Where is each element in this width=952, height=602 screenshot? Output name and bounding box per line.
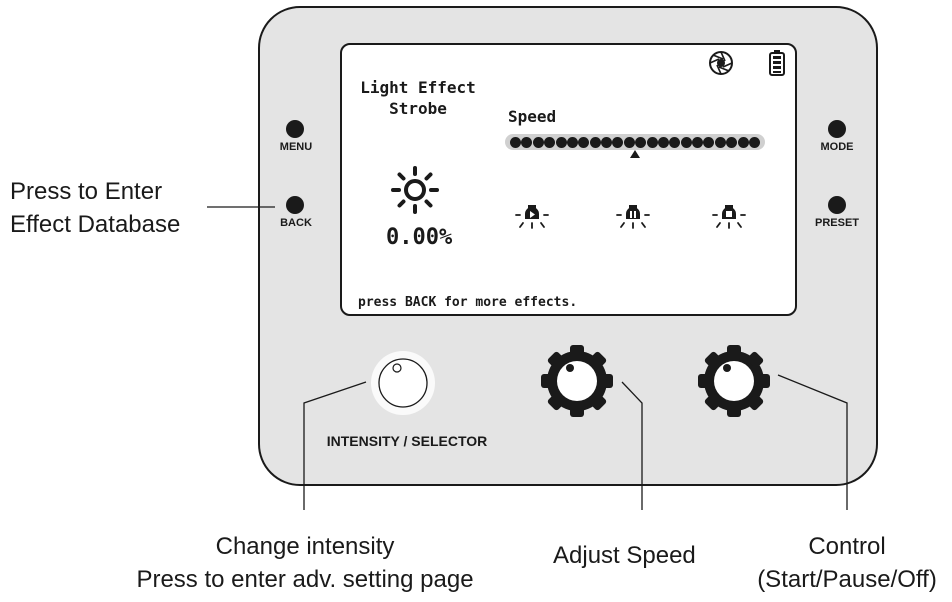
preset-button-label: PRESET xyxy=(814,217,859,229)
speed-dot xyxy=(578,136,590,148)
effect-title: Light Effect Strobe xyxy=(358,77,478,119)
speed-dot xyxy=(555,136,567,148)
intensity-selector-label: INTENSITY / SELECTOR xyxy=(326,433,488,449)
menu-button[interactable] xyxy=(286,120,304,138)
sun-icon xyxy=(391,166,439,214)
lcd-screen: Light Effect Strobe Speed 0.00% xyxy=(340,43,797,316)
speed-dot xyxy=(646,136,658,148)
speed-dot xyxy=(726,136,738,148)
speed-dot xyxy=(669,136,681,148)
speed-dot xyxy=(680,136,692,148)
speed-callout: Adjust Speed xyxy=(553,542,696,569)
speed-dot xyxy=(737,136,749,148)
speed-dot xyxy=(657,136,669,148)
intensity-callout-line2: Press to enter adv. setting page xyxy=(136,566,474,593)
preset-button[interactable] xyxy=(828,196,846,214)
intensity-selector-knob[interactable] xyxy=(367,347,439,419)
hint-text: press BACK for more effects. xyxy=(358,295,578,310)
control-leader-line xyxy=(777,374,848,510)
intensity-callout-line1: Change intensity xyxy=(215,533,395,560)
effect-title-line1: Light Effect xyxy=(360,78,476,97)
back-callout-line2: Effect Database xyxy=(10,211,181,238)
speed-leader-line xyxy=(621,381,643,510)
speed-dot xyxy=(532,136,544,148)
back-callout-line1: Press to Enter xyxy=(10,178,163,205)
back-button-label: BACK xyxy=(280,217,312,229)
control-callout-line2: (Start/Pause/Off) xyxy=(757,566,937,593)
speed-pointer-icon xyxy=(630,150,640,158)
bulb-play-icon xyxy=(515,205,549,229)
intensity-leader-line xyxy=(303,381,367,510)
speed-dot xyxy=(589,136,601,148)
intensity-callout: Change intensity Press to enter adv. set… xyxy=(105,530,505,596)
menu-button-label: MENU xyxy=(279,141,313,153)
aperture-icon xyxy=(709,51,733,75)
speed-dot xyxy=(748,136,760,148)
mode-button-label: MODE xyxy=(820,141,854,153)
control-callout-line1: Control xyxy=(808,533,886,560)
control-knob[interactable] xyxy=(697,344,771,418)
control-callout: Control (Start/Pause/Off) xyxy=(744,530,950,596)
speed-dot xyxy=(635,136,647,148)
speed-dot xyxy=(521,136,533,148)
speed-knob[interactable] xyxy=(540,344,614,418)
effect-name: Strobe xyxy=(389,99,447,118)
intensity-value: 0.00% xyxy=(386,225,453,250)
battery-icon xyxy=(769,50,785,76)
bulb-pause-icon xyxy=(616,205,650,229)
speed-dot xyxy=(714,136,726,148)
speed-scale xyxy=(505,134,765,150)
speed-dot xyxy=(612,136,624,148)
back-callout: Press to Enter Effect Database xyxy=(10,175,180,241)
speed-dot xyxy=(692,136,703,148)
speed-label: Speed xyxy=(508,107,557,126)
bulb-stop-icon xyxy=(712,205,746,229)
speed-dot xyxy=(544,136,556,148)
speed-dot xyxy=(703,136,715,148)
speed-dot xyxy=(623,136,635,148)
back-button[interactable] xyxy=(286,196,304,214)
speed-dot xyxy=(601,136,612,148)
speed-dot xyxy=(566,136,578,148)
speed-dot xyxy=(510,136,521,148)
mode-button[interactable] xyxy=(828,120,846,138)
